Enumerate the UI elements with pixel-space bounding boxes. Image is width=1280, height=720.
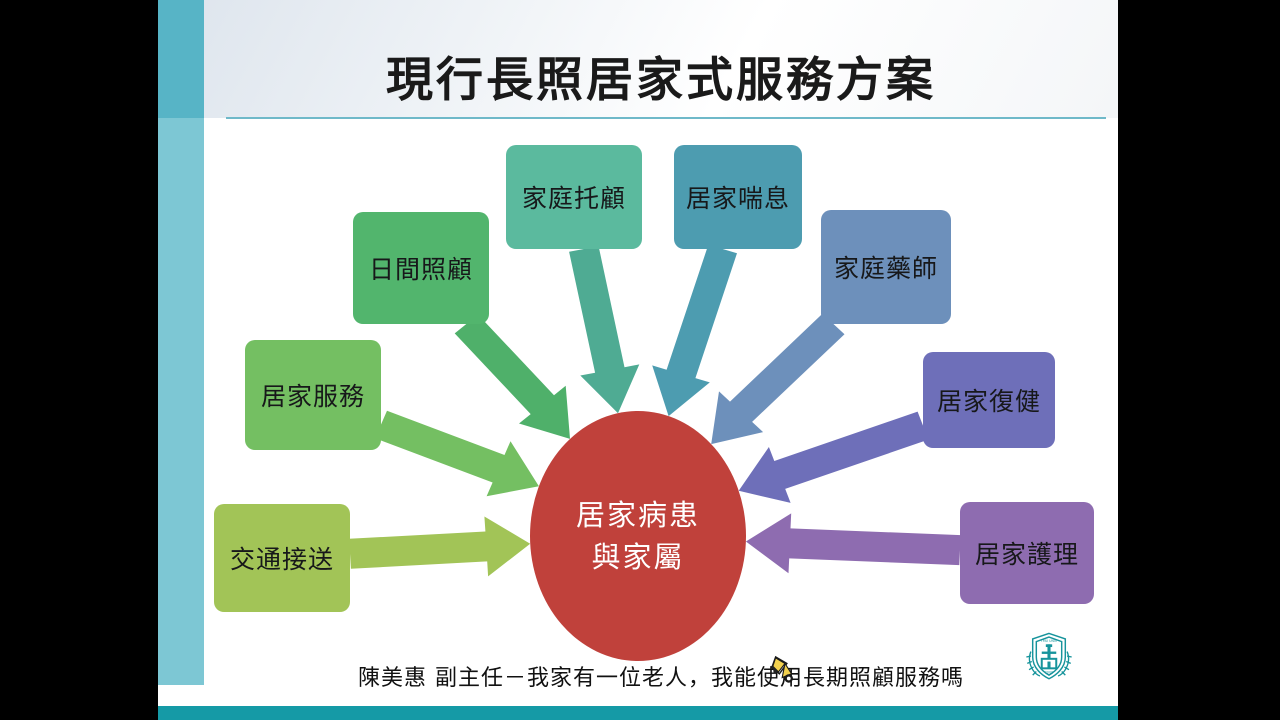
diagram-node-label: 居家護理 bbox=[974, 540, 1079, 569]
title-band bbox=[204, 0, 1118, 118]
diagram-node-jujia-huli[interactable]: 居家護理 bbox=[960, 502, 1094, 604]
diagram-arrow-jujia-chuanxi bbox=[652, 244, 737, 417]
title-underline bbox=[226, 117, 1106, 119]
diagram-node-label: 日間照顧 bbox=[368, 255, 473, 284]
left-accent-bar-top bbox=[158, 0, 204, 118]
diagram-node-jujia-chuanxi[interactable]: 居家喘息 bbox=[674, 145, 802, 249]
diagram-arrow-jujia-fujian bbox=[738, 411, 929, 503]
left-accent-bar bbox=[158, 0, 204, 720]
svg-text:2008: 2008 bbox=[1045, 670, 1053, 674]
slide-caption: 陳美惠 副主任－我家有一位老人，我能使用長期照顧服務嗎 bbox=[358, 666, 964, 691]
diagram-node-label: 居家復健 bbox=[936, 387, 1041, 416]
university-crest-logo: TMU UNIV 2008 bbox=[1026, 632, 1072, 680]
bottom-strip-white bbox=[158, 700, 1118, 706]
diagram-node-jujia-fujian[interactable]: 居家復健 bbox=[923, 352, 1055, 448]
diagram-arrow-jujia-huli bbox=[745, 513, 961, 574]
center-label-line2: 與家屬 bbox=[591, 540, 685, 574]
diagram-node-label: 交通接送 bbox=[229, 545, 334, 574]
presentation-slide: 現行長照居家式服務方案 家庭托顧 居家喘息日間照顧 家庭藥師居家復健 居家服務交通接送… bbox=[158, 0, 1118, 720]
diagram-node-jiaotong-jiesong[interactable]: 交通接送 bbox=[214, 504, 350, 612]
bottom-strip-teal bbox=[158, 706, 1118, 720]
diagram-node-label: 家庭藥師 bbox=[833, 254, 938, 283]
diagram-center-node[interactable]: 居家病患 與家屬 bbox=[530, 411, 746, 661]
svg-text:TMU UNIV: TMU UNIV bbox=[1040, 639, 1058, 643]
diagram-arrow-jiating-tuogu bbox=[569, 246, 640, 414]
diagram-node-label: 居家喘息 bbox=[685, 184, 790, 213]
diagram-node-label: 居家服務 bbox=[260, 382, 365, 411]
diagram-node-jiating-yaoshi[interactable]: 家庭藥師 bbox=[821, 210, 951, 324]
diagram-node-jiating-tuogu[interactable]: 家庭托顧 bbox=[506, 145, 642, 249]
diagram-arrow-jiaotong-jiesong bbox=[349, 516, 531, 577]
center-label-line1: 居家病患 bbox=[575, 497, 700, 532]
diagram-arrows bbox=[349, 244, 961, 577]
diagram-arrow-jiating-yaoshi bbox=[711, 313, 845, 445]
service-diagram: 家庭托顧 居家喘息日間照顧 家庭藥師居家復健 居家服務交通接送 居家護理 居家病患 與家… bbox=[158, 0, 1118, 720]
slide-title: 現行長照居家式服務方案 bbox=[386, 53, 936, 108]
diagram-arrow-rijian-zhaogu bbox=[454, 314, 570, 439]
diagram-node-jujia-fuwu[interactable]: 居家服務 bbox=[245, 340, 381, 450]
diagram-arrow-jujia-fuwu bbox=[375, 410, 539, 497]
diagram-node-label: 家庭托顧 bbox=[521, 184, 626, 213]
diagram-node-rijian-zhaogu[interactable]: 日間照顧 bbox=[353, 212, 489, 324]
left-accent-bar-bottom bbox=[158, 118, 204, 685]
